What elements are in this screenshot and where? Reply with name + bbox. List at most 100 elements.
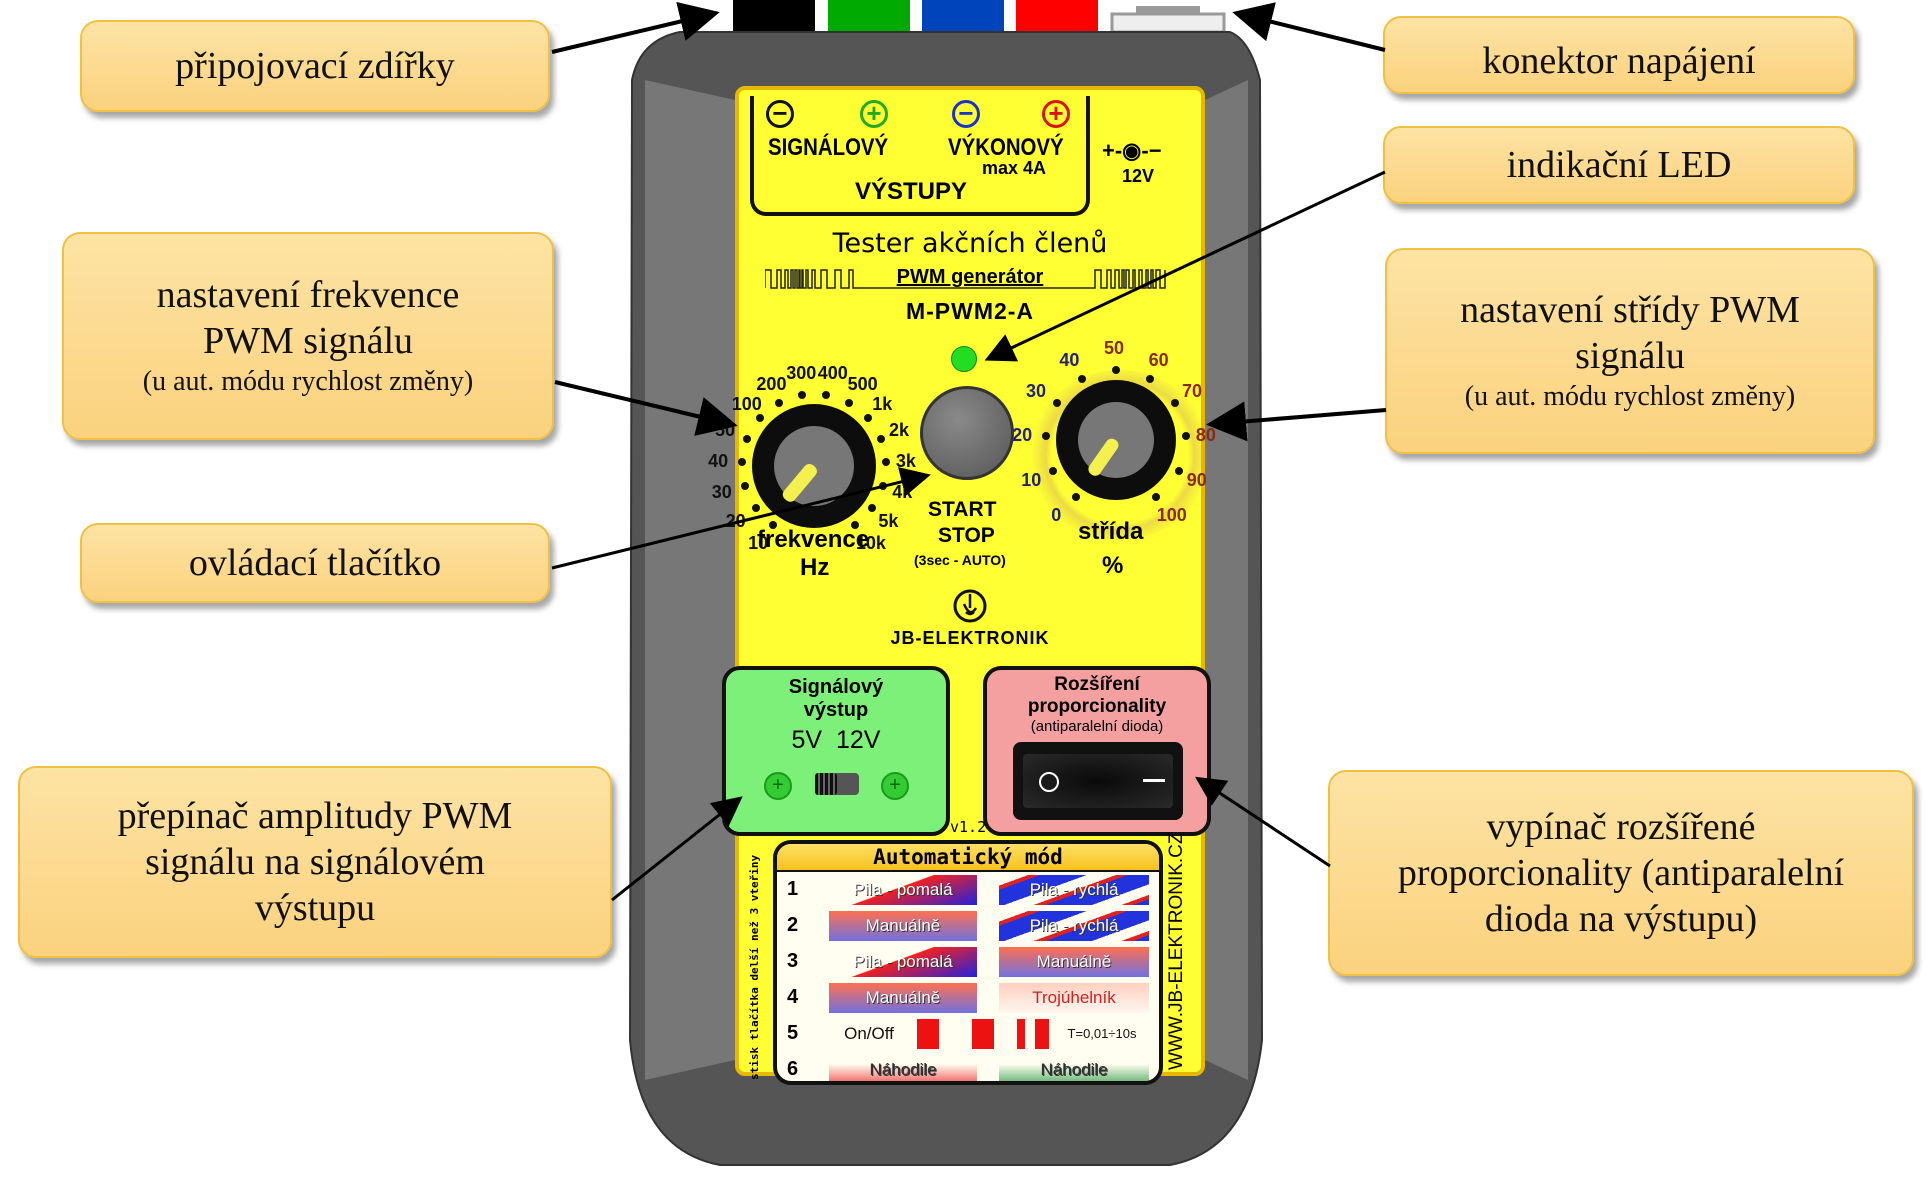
duty-tick-label: 60 xyxy=(1148,349,1169,370)
stop-label: STOP xyxy=(938,524,995,547)
auto-mode-duty-cell: Manuálně xyxy=(999,947,1149,977)
duty-tick-label: 80 xyxy=(1195,425,1216,446)
power-output-label: VÝKONOVÝ xyxy=(948,134,1064,161)
frequency-tick-dot xyxy=(756,414,765,423)
callout-proportionality-line1: vypínač rozšířené xyxy=(1486,806,1756,848)
frequency-tick-label: 30 xyxy=(711,482,732,503)
device-model: M-PWM2-A xyxy=(905,298,1035,324)
callout-duty-line2: signálu xyxy=(1575,335,1685,377)
signal-output-box: Signálový výstup 5V 12V xyxy=(722,666,950,836)
frequency-tick-dot xyxy=(751,503,760,512)
frequency-tick-dot xyxy=(844,399,853,408)
callout-frequency-line1: nastavení frekvence xyxy=(156,274,460,316)
frequency-tick-dot xyxy=(863,414,872,423)
auto-mode-row-number: 4 xyxy=(787,986,799,1008)
terminal-signal-plus: + xyxy=(860,100,888,128)
on-off-pulse xyxy=(1035,1019,1043,1049)
callout-control-button-text: ovládací tlačítko xyxy=(188,542,442,584)
frequency-knob[interactable] xyxy=(752,404,876,528)
proportionality-subtitle: proporcionality xyxy=(1027,696,1167,717)
auto-mode-side-note: stisk tlačítka delší než 3 vteřiny xyxy=(748,854,761,1080)
duty-tick-dot xyxy=(1152,493,1161,502)
frequency-tick-dot xyxy=(881,458,890,467)
frequency-tick-label: 400 xyxy=(817,363,848,384)
callout-amplitude-line2: signálu na signálovém xyxy=(145,841,485,883)
auto-mode-frequency-cell: Pila - pomalá xyxy=(829,947,977,977)
frequency-tick-label: 40 xyxy=(708,451,729,472)
proportionality-rocker-switch[interactable] xyxy=(1013,742,1183,820)
indicator-led xyxy=(951,346,977,372)
duty-tick-dot xyxy=(1049,466,1058,475)
start-stop-note: (3sec - AUTO) xyxy=(914,552,1006,568)
auto-mode-row: 3 Pila - pomalá Manuálně xyxy=(777,944,1159,980)
device-title: Tester akčních členů xyxy=(832,228,1108,259)
callout-amplitude-line3: výstupu xyxy=(254,887,376,929)
auto-mode-frequency-cell: Manuálně xyxy=(829,983,977,1013)
duty-tick-label: 70 xyxy=(1182,381,1203,402)
outputs-box xyxy=(750,96,1090,216)
auto-mode-duty-cell: T=0,01÷10s xyxy=(1067,1026,1137,1041)
auto-mode-row-number: 3 xyxy=(787,950,799,972)
auto-mode-frequency-cell: Pila - pomalá xyxy=(829,875,977,905)
duty-tick-dot xyxy=(1071,493,1080,502)
callout-power-connector-text: konektor napájení xyxy=(1482,40,1756,82)
frequency-tick-dot xyxy=(876,434,885,443)
auto-mode-row-number: 6 xyxy=(787,1058,799,1080)
on-off-pulse xyxy=(917,1019,939,1049)
switch-on-symbol-icon xyxy=(1143,779,1165,782)
callout-duty-line1: nastavení střídy PWM xyxy=(1460,289,1800,331)
auto-mode-duty-cell: Trojúhelník xyxy=(999,983,1149,1013)
duty-tick-dot xyxy=(1042,432,1051,441)
version-label: v1.2 xyxy=(950,818,987,836)
auto-mode-row: 6 Náhodile Náhodile xyxy=(777,1052,1159,1081)
start-label: START xyxy=(928,498,997,521)
duty-tick-label: 30 xyxy=(1025,381,1046,402)
callout-frequency-line2: PWM signálu xyxy=(202,320,414,362)
on-off-pulse xyxy=(1017,1019,1025,1049)
callout-indicator-led-text: indikační LED xyxy=(1506,144,1732,186)
terminal-power-plus: + xyxy=(1042,100,1070,128)
signal-terminal-left-icon: + xyxy=(764,772,792,800)
frequency-tick-dot xyxy=(797,391,806,400)
duty-tick-dot xyxy=(1171,398,1180,407)
callout-control-button: ovládací tlačítko xyxy=(80,523,550,603)
callout-amplitude-switch: přepínač amplitudy PWM signálu na signál… xyxy=(18,766,612,958)
callout-connector-jacks-text: připojovací zdířky xyxy=(175,45,455,87)
power-connector-icon xyxy=(1110,6,1226,34)
duty-tick-label: 40 xyxy=(1059,349,1080,370)
auto-mode-title: Automatický mód xyxy=(777,844,1159,872)
duty-tick-label: 90 xyxy=(1186,470,1207,491)
frequency-tick-dot xyxy=(743,434,752,443)
frequency-unit: Hz xyxy=(800,554,830,581)
frequency-tick-label: 5k xyxy=(878,510,899,531)
callout-indicator-led: indikační LED xyxy=(1383,126,1855,204)
auto-mode-row: 4 Manuálně Trojúhelník xyxy=(777,980,1159,1016)
frequency-tick-dot xyxy=(738,458,747,467)
website-label: WWW.JB-ELEKTRONIK.CZ xyxy=(1166,832,1187,1071)
auto-mode-frequency-cell: On/Off xyxy=(844,1024,894,1043)
frequency-label: frekvence xyxy=(757,526,870,553)
auto-mode-duty-cell: Náhodile xyxy=(999,1055,1149,1081)
callout-power-connector: konektor napájení xyxy=(1383,16,1855,94)
amplitude-slide-switch[interactable] xyxy=(815,773,859,795)
frequency-tick-label: 50 xyxy=(715,420,736,441)
callout-proportionality-switch: vypínač rozšířené proporcionality (antip… xyxy=(1328,770,1914,976)
start-stop-button[interactable] xyxy=(920,386,1014,480)
duty-tick-label: 20 xyxy=(1012,425,1033,446)
auto-mode-frequency-cell: Náhodile xyxy=(829,1055,977,1081)
frequency-tick-label: 200 xyxy=(756,373,787,394)
frequency-tick-dot xyxy=(822,391,831,400)
outputs-title: VÝSTUPY xyxy=(855,178,968,205)
callout-proportionality-line2: proporcionality (antiparalelní xyxy=(1397,852,1845,894)
power-jack-symbol: +-◉-− xyxy=(1102,138,1162,163)
duty-knob[interactable] xyxy=(1056,380,1176,500)
duty-tick-label: 50 xyxy=(1104,338,1125,358)
proportionality-note: (antiparalelní dioda) xyxy=(1030,718,1164,735)
brand-name: JB-ELEKTRONIK xyxy=(890,628,1050,648)
frequency-tick-label: 100 xyxy=(731,393,762,414)
duty-unit: % xyxy=(1102,552,1124,579)
switch-off-symbol-icon xyxy=(1039,772,1059,792)
duty-tick-dot xyxy=(1181,432,1190,441)
jack-blue xyxy=(922,0,1004,34)
